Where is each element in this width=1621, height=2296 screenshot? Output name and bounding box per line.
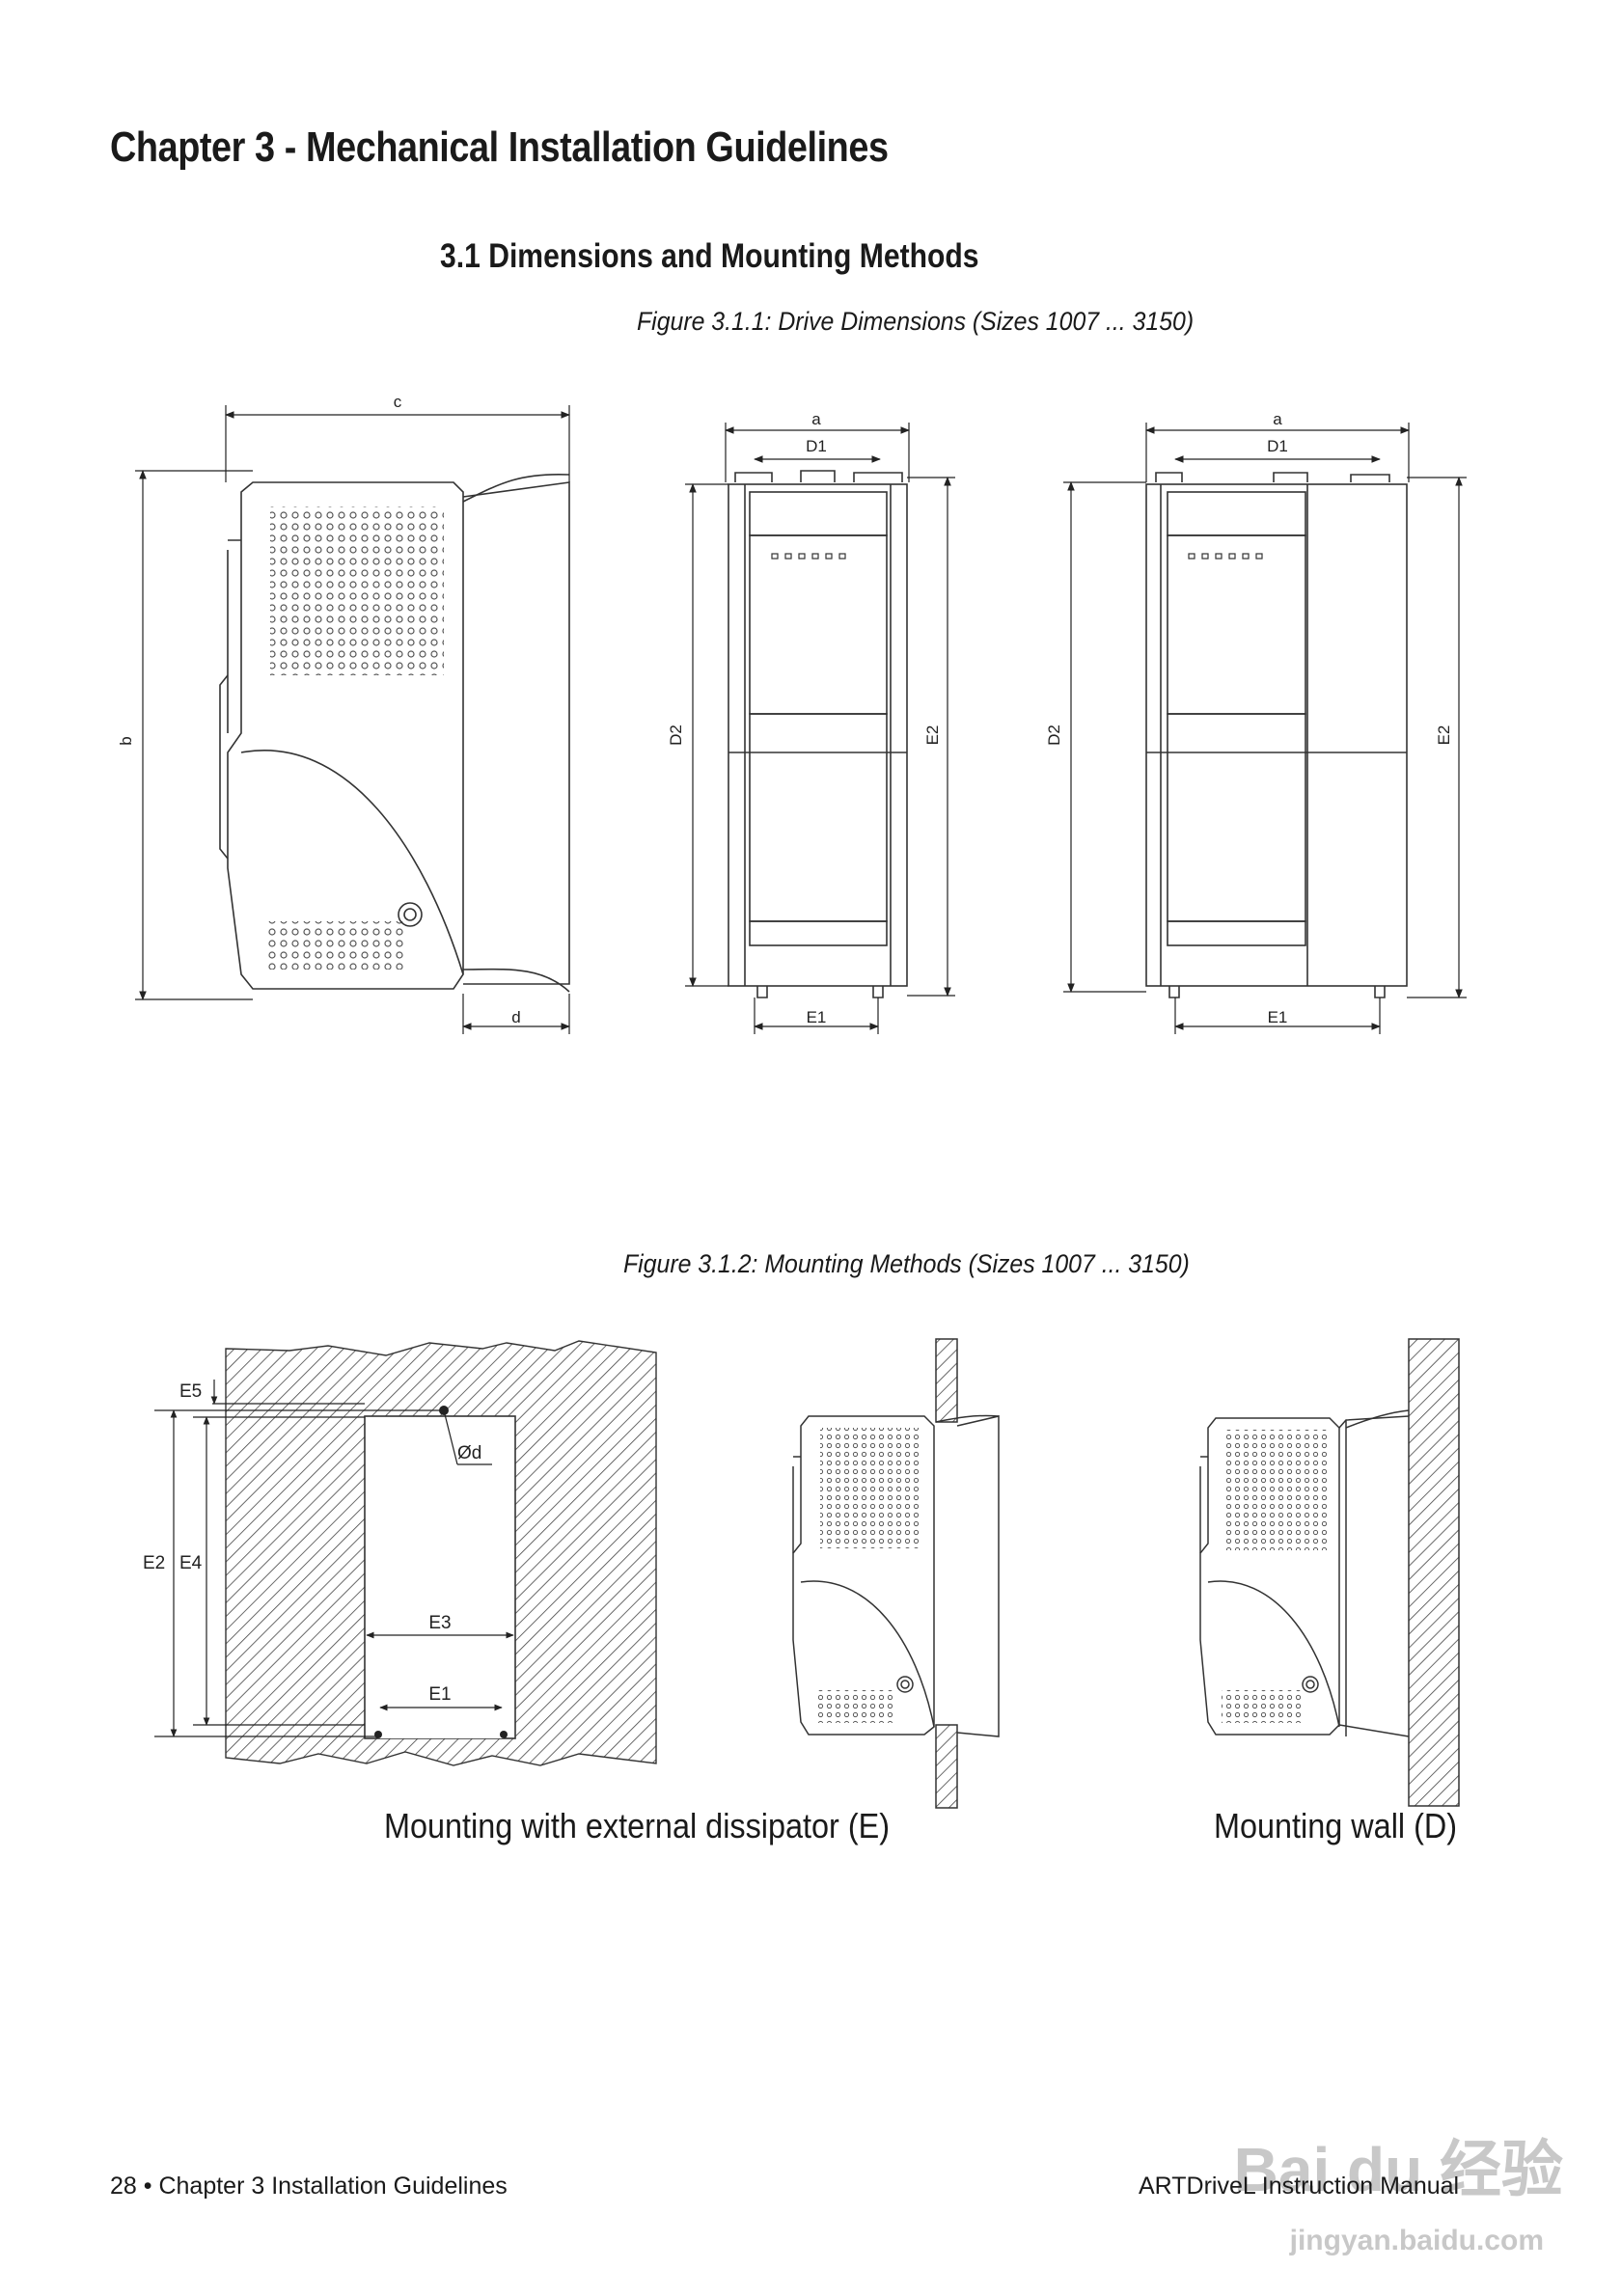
front-view-2-dimensions bbox=[1063, 423, 1467, 1034]
front2-dim-a-label: a bbox=[1273, 410, 1282, 428]
footer-left: 28 • Chapter 3 Installation Guidelines bbox=[110, 2173, 508, 2200]
mounting-methods-figure: E5 Ød E2 E4 E3 E1 bbox=[143, 1338, 1460, 1809]
cutout-dimensions bbox=[154, 1380, 514, 1737]
front2-dim-d2-label: D2 bbox=[1045, 724, 1063, 746]
section-title: 3.1 Dimensions and Mounting Methods bbox=[440, 237, 979, 275]
drive-dimensions-figure: c b d a D1 D2 E2 E1 bbox=[117, 393, 1467, 1034]
footer-right: ARTDriveL Instruction Manual bbox=[1139, 2173, 1460, 2200]
cutout-d-label: Ød bbox=[457, 1443, 481, 1463]
front-view-1-drawing bbox=[728, 470, 908, 998]
front-view-2-drawing bbox=[1145, 472, 1408, 998]
chapter-title: Chapter 3 - Mechanical Installation Guid… bbox=[110, 123, 889, 171]
figure-1-caption: Figure 3.1.1: Drive Dimensions (Sizes 10… bbox=[637, 307, 1195, 336]
front1-dim-e1-label: E1 bbox=[807, 1008, 827, 1026]
external-dissipator-label: Mounting with external dissipator (E) bbox=[384, 1806, 891, 1845]
cutout-e5-label: E5 bbox=[179, 1381, 202, 1402]
front2-dim-e1-label: E1 bbox=[1268, 1008, 1288, 1026]
cutout-e3-label: E3 bbox=[428, 1613, 451, 1633]
wall-mounting-drawing bbox=[1199, 1338, 1460, 1807]
front1-dim-d1-label: D1 bbox=[806, 437, 827, 455]
wall-mounting-label: Mounting wall (D) bbox=[1214, 1806, 1458, 1845]
cutout-e2-label: E2 bbox=[143, 1553, 165, 1573]
side-view-drawing bbox=[219, 473, 570, 993]
front2-dim-e2-label: E2 bbox=[1435, 725, 1453, 746]
front1-dim-a-label: a bbox=[811, 410, 821, 428]
watermark-url: jingyan.baidu.com bbox=[1289, 2225, 1544, 2256]
side-view-dimensions bbox=[135, 405, 570, 1034]
dim-b-label: b bbox=[117, 736, 135, 745]
baidu-watermark: Bai du 经验 bbox=[1234, 2120, 1563, 2209]
figure-2-caption: Figure 3.1.2: Mounting Methods (Sizes 10… bbox=[623, 1249, 1190, 1278]
cutout-panel-drawing bbox=[225, 1340, 657, 1766]
external-dissipator-drawing bbox=[792, 1338, 1000, 1809]
baidu-watermark-url: jingyan.baidu.com bbox=[1290, 2225, 1544, 2257]
front1-dim-e2-label: E2 bbox=[923, 725, 942, 746]
cutout-e4-label: E4 bbox=[179, 1553, 203, 1573]
dim-c-label: c bbox=[394, 393, 402, 411]
front1-dim-d2-label: D2 bbox=[667, 724, 685, 746]
front2-dim-d1-label: D1 bbox=[1267, 437, 1288, 455]
watermark-brand: Bai du 经验 bbox=[1233, 2135, 1563, 2204]
dim-d-label: d bbox=[511, 1008, 520, 1026]
front-view-1-dimensions bbox=[685, 423, 955, 1034]
cutout-e1-label: E1 bbox=[428, 1684, 451, 1705]
